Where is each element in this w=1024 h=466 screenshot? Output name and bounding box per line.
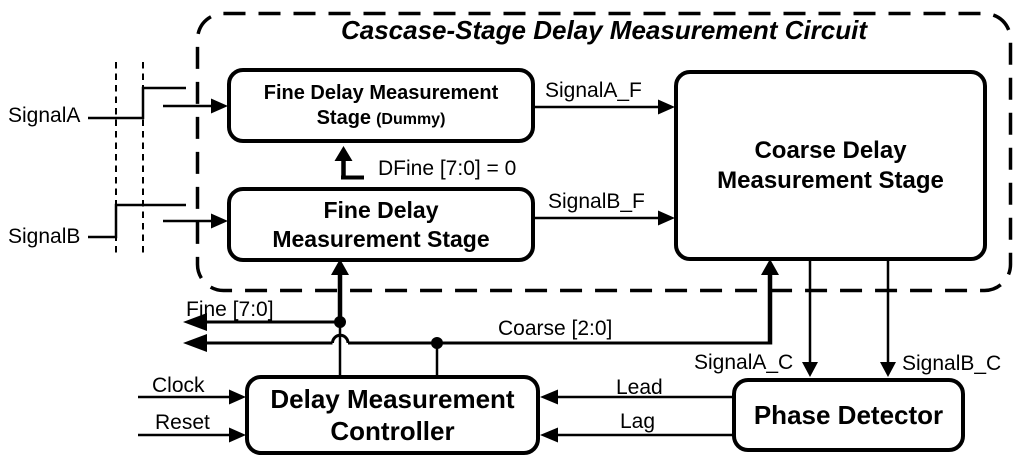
coarse-delay-stage-line2: Measurement Stage: [717, 166, 944, 194]
lag-arrowhead: [540, 427, 558, 443]
controller-line1: Delay Measurement: [270, 383, 515, 414]
fine-bus-output-arrowhead: [183, 313, 207, 331]
phase-detector-block: Phase Detector: [732, 378, 965, 452]
fine-delay-stage-block: Fine Delay Measurement Stage: [227, 187, 535, 262]
dfine-label: DFine [7:0] = 0: [378, 157, 517, 180]
signal-a-label: SignalA: [8, 104, 81, 127]
lead-label: Lead: [616, 376, 663, 399]
coarse-bus-output-arrowhead: [183, 334, 207, 352]
fine-delay-stage-line1: Fine Delay: [323, 196, 439, 223]
lead-arrowhead: [540, 389, 558, 405]
signal-a-f-arrowhead: [658, 99, 675, 115]
reset-label: Reset: [155, 411, 210, 434]
signal-a-waveform: [88, 86, 186, 120]
coarse-delay-stage-line1: Coarse Delay: [754, 136, 907, 164]
dfine-arrowhead: [334, 146, 353, 161]
signal-b-waveform: [88, 203, 186, 239]
signal-b-f-arrowhead: [658, 210, 675, 226]
phase-detector-label: Phase Detector: [753, 399, 944, 430]
fine-delay-dummy-stage-line2: Stage(Dummy): [316, 106, 446, 129]
fine-delay-dummy-stage-block: Fine Delay Measurement Stage(Dummy): [227, 68, 535, 143]
signal-b-f-label: SignalB_F: [548, 190, 645, 213]
signal-b-label: SignalB: [8, 225, 81, 248]
signal-a-f-label: SignalA_F: [545, 79, 642, 102]
lag-label: Lag: [620, 410, 656, 433]
signal-a-c-arrowhead: [802, 362, 818, 377]
dummy-note: (Dummy): [376, 110, 446, 128]
signal-a-input-arrowhead: [211, 98, 228, 114]
coarse-bus-hop: [331, 333, 350, 344]
fine-bus-up-arrowhead: [331, 259, 349, 275]
signal-b-c-arrowhead: [880, 362, 896, 377]
signal-b-input-arrowhead: [211, 213, 228, 229]
signal-a-c-label: SignalA_C: [694, 351, 794, 374]
coarse-delay-stage-block: Coarse Delay Measurement Stage: [674, 70, 987, 261]
clock-arrowhead: [229, 389, 246, 405]
reset-arrowhead: [229, 427, 246, 443]
cascade-stage-dashed-boundary: [195, 11, 1013, 293]
fine-delay-dummy-stage-line1: Fine Delay Measurement: [263, 81, 499, 104]
signal-b-c-label: SignalB_C: [902, 352, 1002, 375]
coarse-bus-up-arrowhead: [761, 259, 779, 275]
coarse-bus-label: Coarse [2:0]: [498, 317, 613, 340]
fine-bus-label: Fine [7:0]: [186, 298, 274, 321]
delay-measurement-controller-block: Delay Measurement Controller: [245, 375, 540, 455]
fine-delay-stage-line2: Measurement Stage: [272, 225, 490, 252]
diagram-title: Cascase-Stage Delay Measurement Circuit: [340, 15, 867, 45]
controller-line2: Controller: [330, 416, 455, 446]
clock-label: Clock: [152, 374, 205, 397]
